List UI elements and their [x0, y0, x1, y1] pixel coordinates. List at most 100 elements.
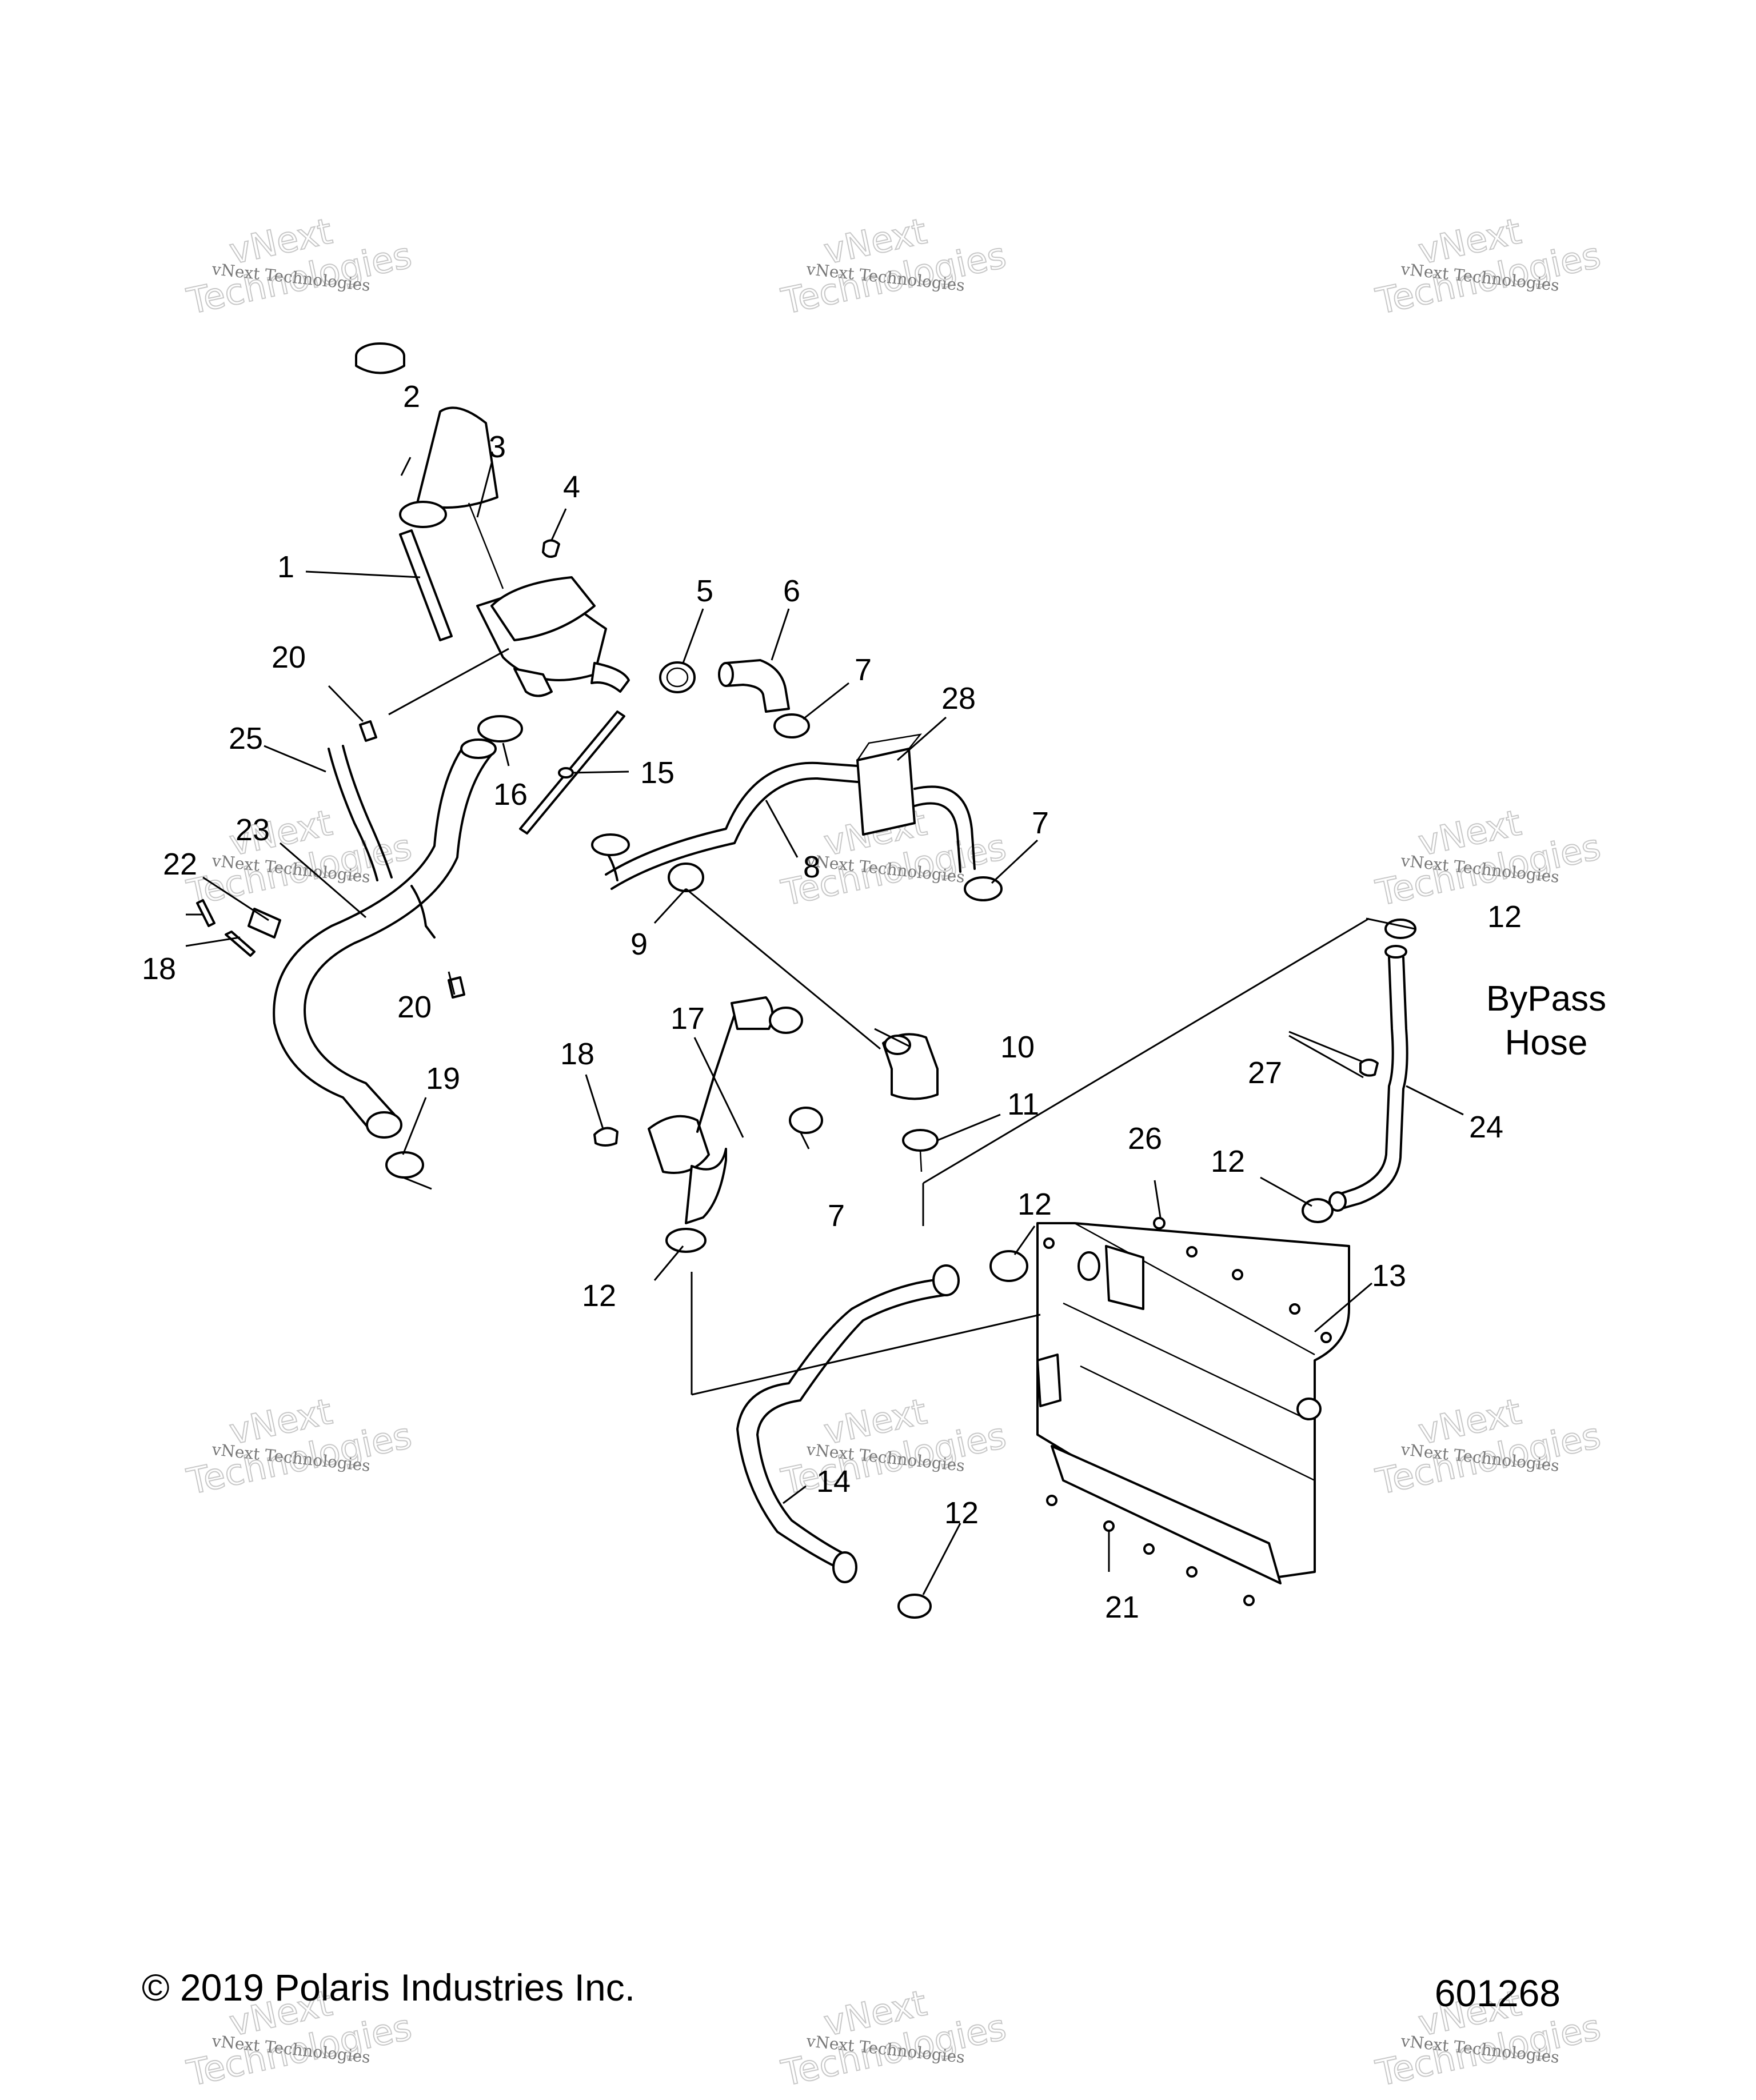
elbow-6-end [718, 662, 734, 687]
bracket-22-shape [248, 908, 281, 939]
callout-18: 18 [560, 1037, 594, 1071]
hose-14-b [756, 1293, 950, 1556]
box-28-shape [856, 748, 916, 836]
hose-25-a [328, 748, 378, 881]
callout-7: 7 [828, 1199, 845, 1233]
hose-24-top-end [1384, 945, 1407, 959]
fastener [1046, 1495, 1057, 1506]
part-hose-25 [328, 745, 436, 939]
bypass-label-line1: ByPass [1486, 979, 1606, 1019]
hose-14-a [736, 1279, 933, 1567]
thermostat-11-stem [919, 1150, 923, 1172]
hose-25-tail [410, 885, 436, 939]
fastener-21 [1103, 1520, 1115, 1532]
callout-25: 25 [229, 721, 263, 756]
part-clip-4 [542, 539, 560, 558]
fastener-26 [1153, 1217, 1166, 1229]
clip-27-shape [1359, 1059, 1379, 1077]
watermark: Technologies vNext vNext Technologies [183, 801, 416, 915]
clamp-5-inner [666, 667, 689, 688]
fastener [1186, 1246, 1198, 1257]
clamp-12b-shape [665, 1228, 707, 1253]
callout-4: 4 [563, 470, 580, 504]
part-hose-main [273, 738, 497, 1139]
part-filler-neck [355, 342, 630, 697]
part-clamp-12e [897, 1594, 932, 1619]
radiator-13-frame [1036, 1222, 1350, 1579]
main-hose-top-end [460, 738, 497, 759]
callout-28: 28 [941, 681, 976, 716]
diagram-number: 601268 [1435, 1972, 1561, 2014]
footer: © 2019 Polaris Industries Inc. 601268 [142, 1966, 1561, 2014]
radiator-13-line-b [1080, 1365, 1315, 1482]
part-plug-20a [359, 720, 377, 742]
clamp-16-shape [477, 715, 523, 742]
clamp-12e-shape [897, 1594, 932, 1619]
part-rod-1 [399, 529, 453, 641]
bypass-hose-label: ByPass Hose [1486, 979, 1606, 1063]
fastener [1289, 1303, 1300, 1315]
callout-3: 3 [489, 430, 506, 464]
part-bracket-22 [248, 908, 281, 939]
callout-23: 23 [236, 813, 270, 847]
reservoir-lower-port [513, 668, 553, 697]
pump-17-elbow [731, 996, 774, 1030]
pipe-8-right-a [913, 785, 976, 870]
part-pump-assembly-17 [648, 996, 803, 1224]
part-plug-20b [448, 976, 465, 999]
pipe-8-a [605, 761, 859, 876]
reservoir-outlet [590, 662, 630, 693]
main-hose-outline-b [304, 753, 493, 1116]
radiator-13-line-a [1074, 1222, 1315, 1356]
callout-12: 12 [1487, 900, 1522, 934]
watermark: Technologies vNext vNext Technologies [183, 210, 416, 323]
part-clip-27 [1359, 1059, 1379, 1077]
cap-2-body [355, 355, 405, 374]
pipe-8-right-b [913, 802, 961, 873]
reservoir-neck-shape [416, 406, 498, 509]
radiator-13-outlet [1036, 1354, 1061, 1407]
radiator-13-bracket [1105, 1245, 1144, 1310]
pump-17-end [769, 1007, 803, 1034]
rod-1-shape [399, 529, 453, 641]
callout-13: 13 [1372, 1259, 1406, 1293]
radiator-13-bottom-rail [1051, 1445, 1282, 1584]
watermark: Technologies vNext vNext Technologies [1372, 1390, 1605, 1503]
part-elbow-6 [718, 659, 790, 713]
callout-8: 8 [803, 850, 820, 884]
watermark: Technologies vNext vNext Technologies [777, 1390, 1011, 1503]
callout-20: 20 [272, 640, 306, 674]
part-hose-14 [736, 1264, 960, 1583]
part-thermostat-housing-10 [882, 1033, 939, 1100]
callout-12: 12 [582, 1279, 616, 1313]
callout-16: 16 [493, 777, 528, 812]
clamp-7c-shape [789, 1107, 823, 1134]
callout-18: 18 [142, 952, 176, 986]
part-radiator-13 [1036, 1222, 1350, 1584]
part-pin-18a [196, 899, 256, 957]
rod-15-collar [558, 767, 574, 778]
callout-10: 10 [1000, 1030, 1035, 1064]
callout-5: 5 [696, 574, 713, 608]
part-clip-18b [593, 1127, 618, 1147]
main-hose-outline-a [273, 742, 467, 1133]
part-clamp-7b [964, 876, 1003, 901]
part-clamp-5 [659, 661, 696, 693]
callout-22: 22 [163, 847, 197, 881]
fastener [1243, 1595, 1255, 1606]
hose-14-top-end [932, 1264, 960, 1296]
neck-hose [468, 502, 504, 589]
main-hose-bottom-end [366, 1111, 402, 1139]
callout-7: 7 [1032, 806, 1049, 840]
part-clamp-19 [385, 1151, 424, 1179]
callout-26: 26 [1128, 1121, 1162, 1156]
fastener [1232, 1269, 1243, 1280]
part-clamp-12b [665, 1228, 707, 1253]
callout-1: 1 [277, 550, 294, 584]
watermark: Technologies vNext vNext Technologies [183, 1390, 416, 1503]
clamp-5-shape [659, 661, 696, 693]
hose-14-bottom-end [832, 1551, 857, 1583]
plug-20b-shape [448, 976, 465, 999]
clamp-19-shape [385, 1151, 424, 1179]
